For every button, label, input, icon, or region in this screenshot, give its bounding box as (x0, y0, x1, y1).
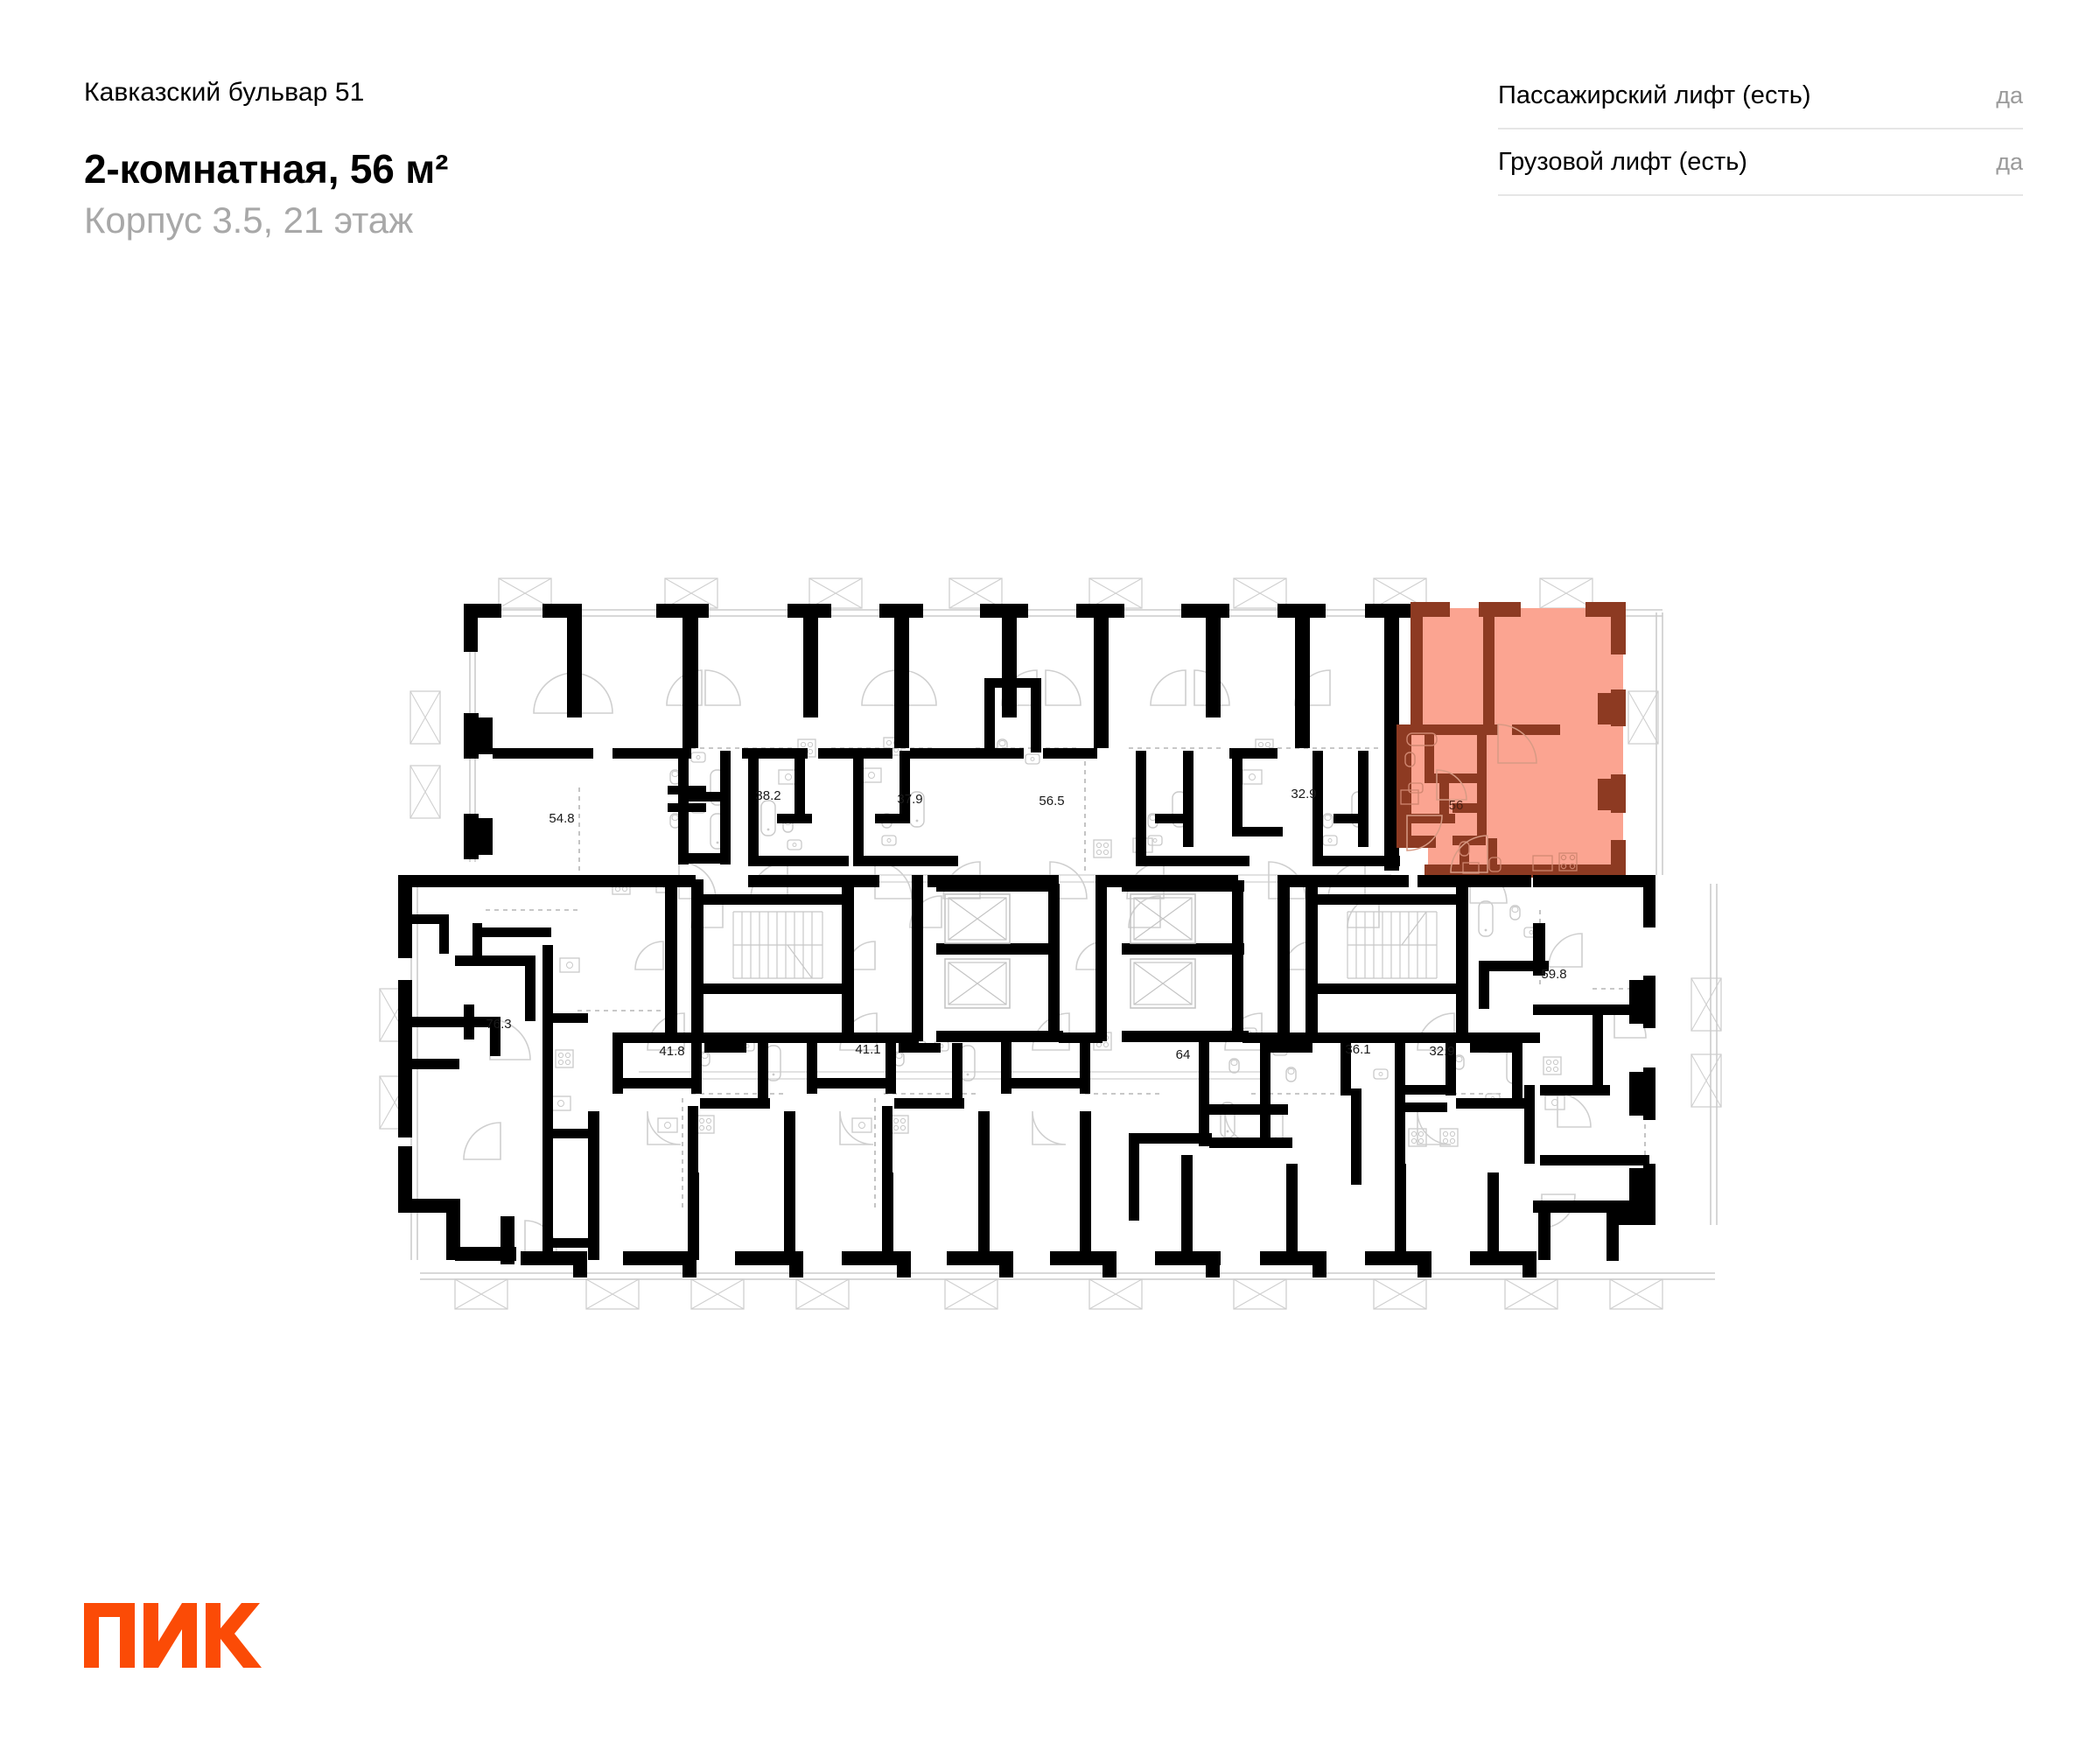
highlighted-apartment[interactable]: 56 (1396, 602, 1626, 878)
area-label: 41.1 (855, 1042, 880, 1057)
info-label: Пассажирский лифт (есть) (1498, 80, 1811, 109)
pik-logo (84, 1603, 268, 1668)
area-label: 38.2 (755, 788, 780, 803)
header-title-block: Кавказский бульвар 51 2-комнатная, 56 м²… (84, 77, 1134, 242)
info-label: Грузовой лифт (есть) (1498, 147, 1747, 176)
info-value: да (1996, 81, 2023, 108)
highlight-fixtures (1400, 724, 1578, 874)
info-row-freight-elevator: Грузовой лифт (есть) да (1498, 130, 2023, 196)
page-header: Кавказский бульвар 51 2-комнатная, 56 м²… (0, 0, 2100, 298)
area-label: 32.9 (1429, 1044, 1454, 1059)
area-label: 41.8 (659, 1044, 684, 1059)
core-walls (398, 875, 1540, 1043)
walls-top-row (464, 604, 1413, 871)
floor-plan-svg[interactable]: 56 (0, 525, 2100, 1400)
info-row-passenger-elevator: Пассажирский лифт (есть) да (1498, 63, 2023, 130)
area-label: 32.9 (1291, 787, 1316, 802)
selected-unit-area-label: 56 (1449, 798, 1464, 813)
area-label: 56.5 (1039, 794, 1064, 808)
area-label: 76.3 (486, 1017, 511, 1032)
info-value: да (1996, 148, 2023, 175)
highlight-walls (1396, 602, 1626, 878)
walls-bottom-row (521, 1041, 1536, 1278)
area-label: 37.9 (897, 792, 922, 807)
project-address: Кавказский бульвар 51 (84, 78, 365, 107)
area-label: 59.8 (1541, 967, 1566, 982)
walls-left-block (398, 875, 588, 1264)
area-label: 36.1 (1345, 1042, 1370, 1057)
pik-logo-mark (84, 1603, 262, 1668)
building-info-panel: Пассажирский лифт (есть) да Грузовой лиф… (1498, 63, 2023, 196)
area-label: 64 (1176, 1047, 1191, 1062)
walls-right-block (1479, 875, 1656, 1261)
page-subtitle: Корпус 3.5, 21 этаж (84, 199, 414, 241)
area-labels: 54.8 38.2 37.9 56.5 32.9 59.8 76.3 41.8 … (486, 787, 1566, 1062)
floor-plan-container: 56 (0, 525, 2100, 1400)
area-label: 54.8 (549, 811, 574, 826)
page-title: 2-комнатная, 56 м² (84, 146, 449, 192)
glazing-lines (410, 609, 1718, 1280)
